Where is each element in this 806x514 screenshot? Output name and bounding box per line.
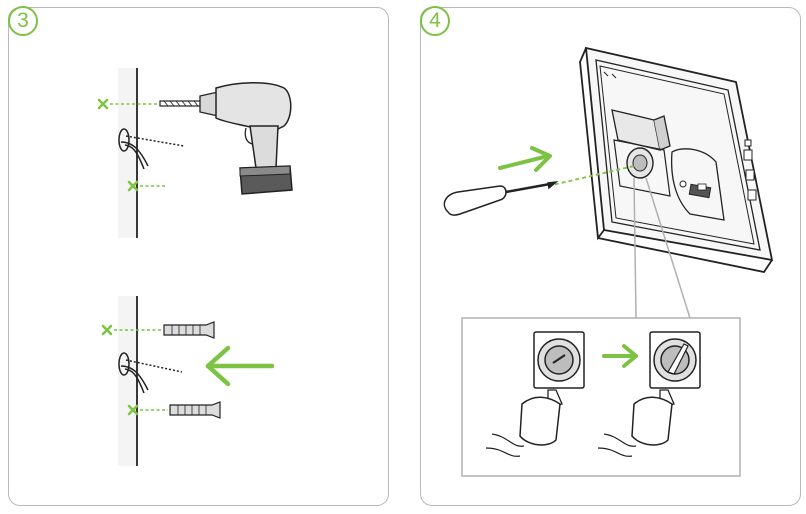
- cable-icon: [118, 128, 185, 170]
- thermostat-base-icon: [579, 46, 774, 274]
- step-4-badge: 4: [420, 6, 450, 36]
- wall-bottom: [118, 296, 138, 466]
- mark-x-icon: [127, 404, 139, 416]
- guide-line: [547, 165, 635, 187]
- screw-knob-icon: [485, 331, 585, 457]
- step-3-badge: 3: [8, 6, 38, 36]
- wall-plug-icon: [163, 321, 215, 339]
- arrow-icon: [498, 146, 552, 172]
- wall-top: [118, 68, 138, 238]
- arrow-icon: [602, 344, 638, 368]
- screwdriver-icon: [443, 180, 559, 216]
- mark-x-icon: [101, 324, 113, 336]
- cable-icon: [118, 352, 183, 394]
- drill-icon: [159, 81, 293, 195]
- mark-x-icon: [127, 180, 139, 192]
- screw-knob-icon: [597, 331, 701, 457]
- step-3-panel: [8, 7, 389, 506]
- mark-x-icon: [97, 98, 109, 110]
- zoom-guide: [633, 177, 691, 319]
- wall-plug-icon: [169, 401, 221, 419]
- arrow-icon: [205, 345, 275, 387]
